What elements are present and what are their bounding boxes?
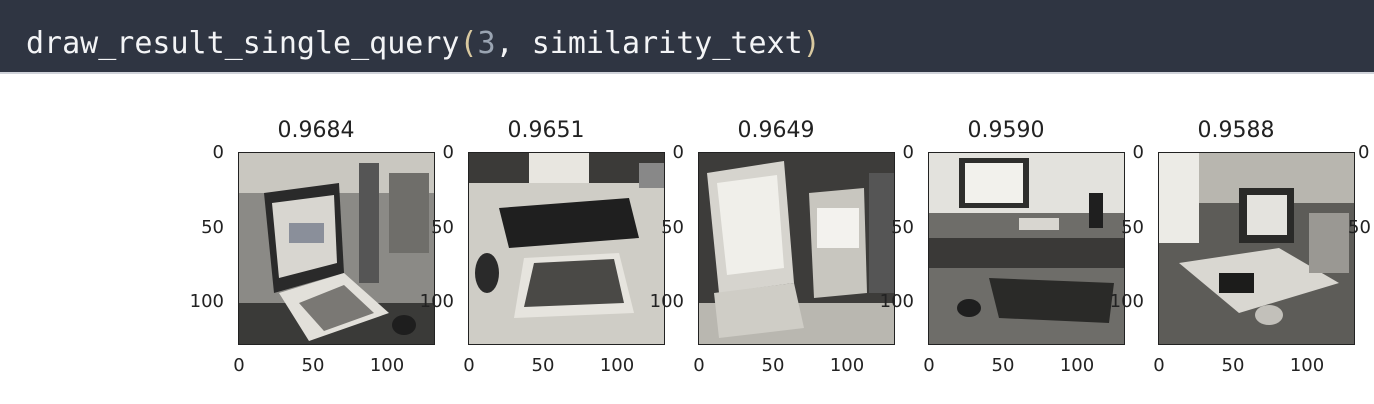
- x-tick-label: 50: [991, 355, 1015, 376]
- similarity-score: 0.9649: [737, 118, 815, 143]
- result-panel-2: 0.9651 0 50 100 0 50 100: [420, 118, 666, 398]
- code-line: draw_result_single_query(3, similarity_t…: [26, 26, 821, 61]
- y-tick-label: 50: [431, 217, 454, 238]
- result-image-3: [698, 152, 895, 345]
- x-tick-label: 50: [531, 355, 555, 376]
- result-panel-1: 0.9684 0 50 100 0 50 100: [190, 118, 436, 398]
- y-tick-label: 100: [879, 291, 914, 312]
- y-tick-label: 50: [661, 217, 684, 238]
- similarity-score: 0.9651: [507, 118, 585, 143]
- result-panel-5: 0.9588 0 50 100 0 50 100: [1110, 118, 1356, 398]
- x-tick-label: 0: [233, 355, 245, 376]
- x-tick-label: 0: [463, 355, 475, 376]
- y-tick-label: 0: [672, 142, 684, 163]
- y-tick-label-clipped: 50: [1348, 217, 1371, 238]
- result-panel-4: 0.9590 0 50 100 0 50 100: [880, 118, 1126, 398]
- y-tick-label: 50: [891, 217, 914, 238]
- open-paren: (: [459, 26, 478, 61]
- result-image-5: [1158, 152, 1355, 345]
- function-name: draw_result_single_query: [26, 26, 460, 61]
- y-tick-label: 0: [442, 142, 454, 163]
- x-tick-label: 50: [761, 355, 785, 376]
- argument-rest: , similarity_text: [495, 26, 803, 61]
- x-tick-label: 100: [369, 355, 405, 376]
- close-paren: ): [802, 26, 821, 61]
- result-image-1: [238, 152, 435, 345]
- x-tick-label: 0: [1153, 355, 1165, 376]
- y-tick-label: 0: [1132, 142, 1144, 163]
- similarity-score: 0.9588: [1197, 118, 1275, 143]
- similarity-score: 0.9590: [967, 118, 1045, 143]
- similarity-score: 0.9684: [277, 118, 355, 143]
- y-tick-label-clipped: 0: [1358, 142, 1370, 163]
- x-tick-label: 100: [1059, 355, 1095, 376]
- x-tick-label: 50: [301, 355, 325, 376]
- x-tick-label: 100: [829, 355, 865, 376]
- result-image-4: [928, 152, 1125, 345]
- y-tick-label: 100: [189, 291, 224, 312]
- code-cell[interactable]: draw_result_single_query(3, similarity_t…: [0, 0, 1374, 74]
- y-tick-label: 0: [902, 142, 914, 163]
- y-tick-label: 100: [419, 291, 454, 312]
- result-image-2: [468, 152, 665, 345]
- y-tick-label: 50: [201, 217, 224, 238]
- result-panel-3: 0.9649 0 50 100 0 50 100: [650, 118, 896, 398]
- y-tick-label: 100: [1109, 291, 1144, 312]
- argument-number: 3: [477, 26, 496, 61]
- y-tick-label: 0: [212, 142, 224, 163]
- y-tick-label: 50: [1121, 217, 1144, 238]
- x-tick-label: 50: [1221, 355, 1245, 376]
- y-tick-label: 100: [649, 291, 684, 312]
- x-tick-label: 100: [1289, 355, 1325, 376]
- x-tick-label: 0: [693, 355, 705, 376]
- x-tick-label: 0: [923, 355, 935, 376]
- x-tick-label: 100: [599, 355, 635, 376]
